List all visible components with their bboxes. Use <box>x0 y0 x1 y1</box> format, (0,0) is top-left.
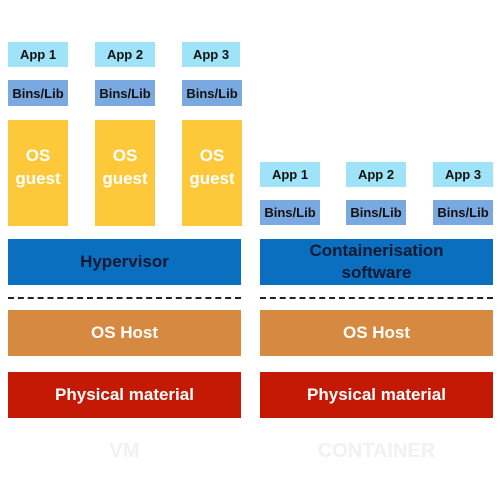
container-app-2: App 2 <box>346 162 406 187</box>
vm-os-guest-1-label: OS guest <box>15 146 61 188</box>
vm-app-1: App 1 <box>8 42 68 67</box>
vm-hypervisor: Hypervisor <box>8 239 241 285</box>
container-os-host: OS Host <box>260 310 493 356</box>
container-bins-lib-1: Bins/Lib <box>260 200 320 225</box>
vm-os-host: OS Host <box>8 310 241 356</box>
vm-os-guest-2-label: OS guest <box>102 146 148 188</box>
container-app-1: App 1 <box>260 162 320 187</box>
container-containerisation-software: Containerisation software <box>260 239 493 285</box>
vm-os-guest-2: OS guest <box>95 120 155 226</box>
vm-bins-lib-3: Bins/Lib <box>182 80 242 106</box>
vm-os-guest-3: OS guest <box>182 120 242 226</box>
container-footer-label: CONTAINER <box>317 440 436 462</box>
container-bins-lib-2: Bins/Lib <box>346 200 406 225</box>
vm-footer-label: VM <box>109 440 140 462</box>
container-dashed-divider <box>260 297 493 299</box>
vm-os-guest-3-label: OS guest <box>189 146 235 188</box>
container-bins-lib-3: Bins/Lib <box>433 200 493 225</box>
vm-os-guest-1: OS guest <box>8 120 68 226</box>
container-physical-material: Physical material <box>260 372 493 418</box>
vm-bins-lib-1: Bins/Lib <box>8 80 68 106</box>
container-app-3: App 3 <box>433 162 493 187</box>
vm-physical-material: Physical material <box>8 372 241 418</box>
vm-app-2: App 2 <box>95 42 155 67</box>
vm-bins-lib-2: Bins/Lib <box>95 80 155 106</box>
vm-dashed-divider <box>8 297 241 299</box>
vm-app-3: App 3 <box>182 42 240 67</box>
